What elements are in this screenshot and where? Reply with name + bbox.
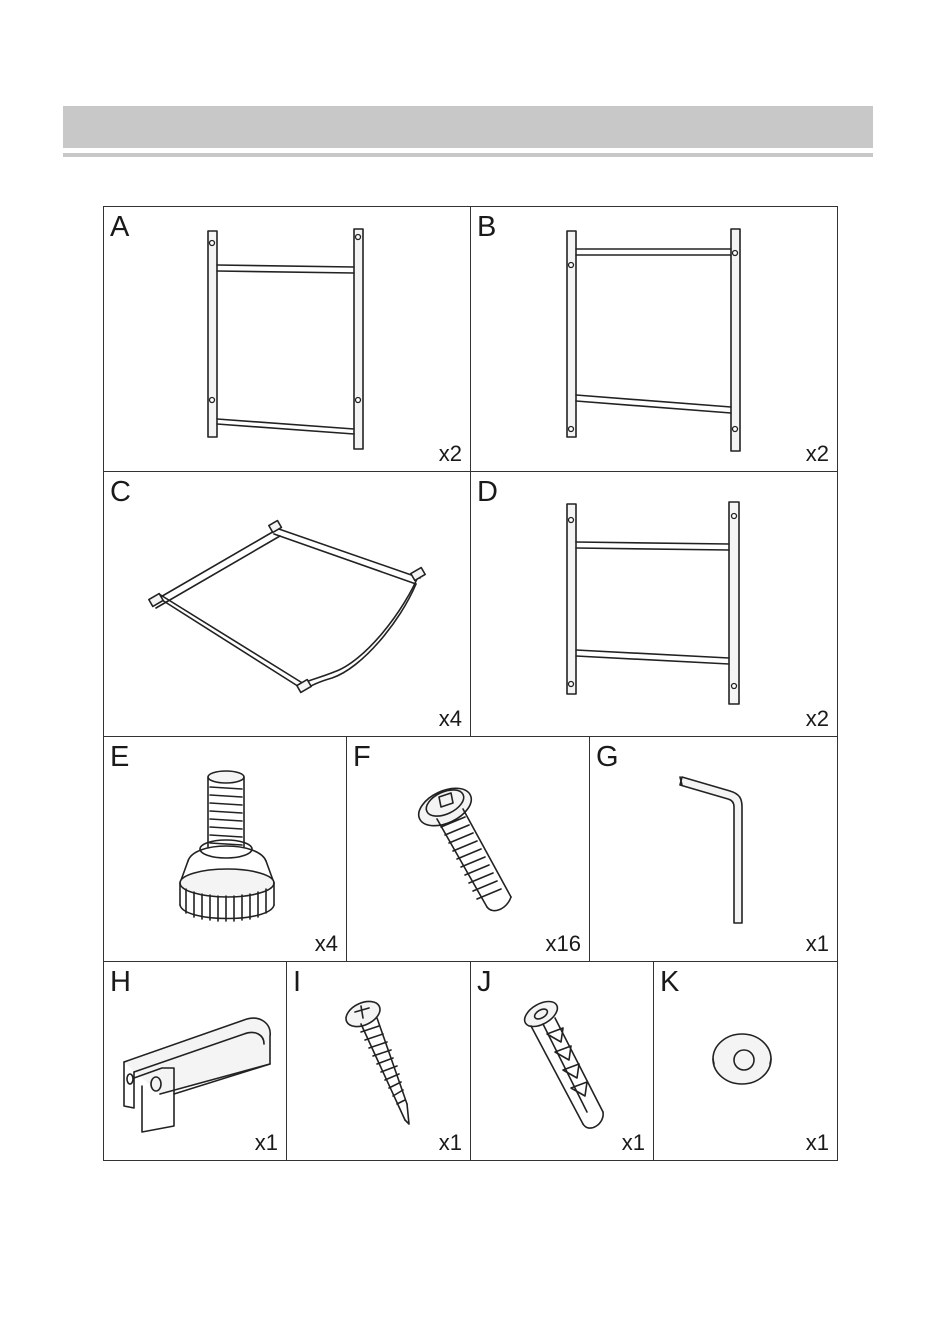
part-letter-d: D [477,476,498,508]
allen-key-icon [590,737,839,963]
part-quantity-j: x1 [622,1130,645,1156]
part-quantity-k: x1 [806,1130,829,1156]
part-letter-j: J [477,966,492,998]
part-cell-d: D x2 [470,471,838,737]
part-quantity-f: x16 [546,931,581,957]
side-frame-d-icon [471,472,839,738]
part-cell-a: A x2 [103,206,471,472]
part-letter-h: H [110,966,131,998]
part-quantity-b: x2 [806,441,829,467]
part-quantity-i: x1 [439,1130,462,1156]
part-letter-i: I [293,966,301,998]
part-cell-e: E x4 [103,736,347,962]
side-frame-a-icon [104,207,472,473]
part-quantity-c: x4 [439,706,462,732]
part-cell-f: F x16 [346,736,590,962]
part-quantity-a: x2 [439,441,462,467]
part-quantity-d: x2 [806,706,829,732]
side-frame-b-icon [471,207,839,473]
part-letter-g: G [596,741,619,773]
part-letter-e: E [110,741,129,773]
part-cell-g: G x1 [589,736,838,962]
part-cell-i: I x1 [286,961,471,1161]
part-letter-c: C [110,476,131,508]
part-letter-a: A [110,211,129,243]
shelf-frame-c-icon [104,472,472,738]
part-letter-b: B [477,211,496,243]
part-cell-h: H x1 [103,961,287,1161]
leveling-foot-icon [104,737,348,963]
part-cell-k: K x1 [653,961,838,1161]
part-letter-k: K [660,966,679,998]
part-quantity-h: x1 [255,1130,278,1156]
bolt-icon [347,737,591,963]
part-letter-f: F [353,741,371,773]
part-cell-j: J x1 [470,961,654,1161]
part-quantity-g: x1 [806,931,829,957]
part-cell-b: B x2 [470,206,838,472]
part-cell-c: C x4 [103,471,471,737]
part-quantity-e: x4 [315,931,338,957]
